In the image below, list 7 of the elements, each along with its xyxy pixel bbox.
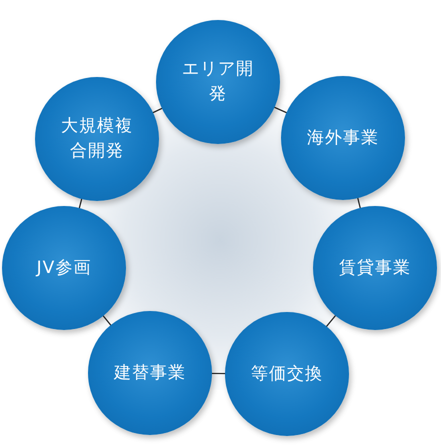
topic-label: 等価交換 — [251, 362, 323, 386]
topic-label: 賃貸事業 — [339, 256, 411, 280]
topic-label: JV参画 — [36, 256, 92, 280]
topic-label: エリア開発 — [182, 58, 254, 106]
topic-label: 建替事業 — [114, 362, 186, 385]
topic-label: 海外事業 — [307, 126, 379, 150]
topic-label: 大規模複合開発 — [61, 115, 133, 163]
